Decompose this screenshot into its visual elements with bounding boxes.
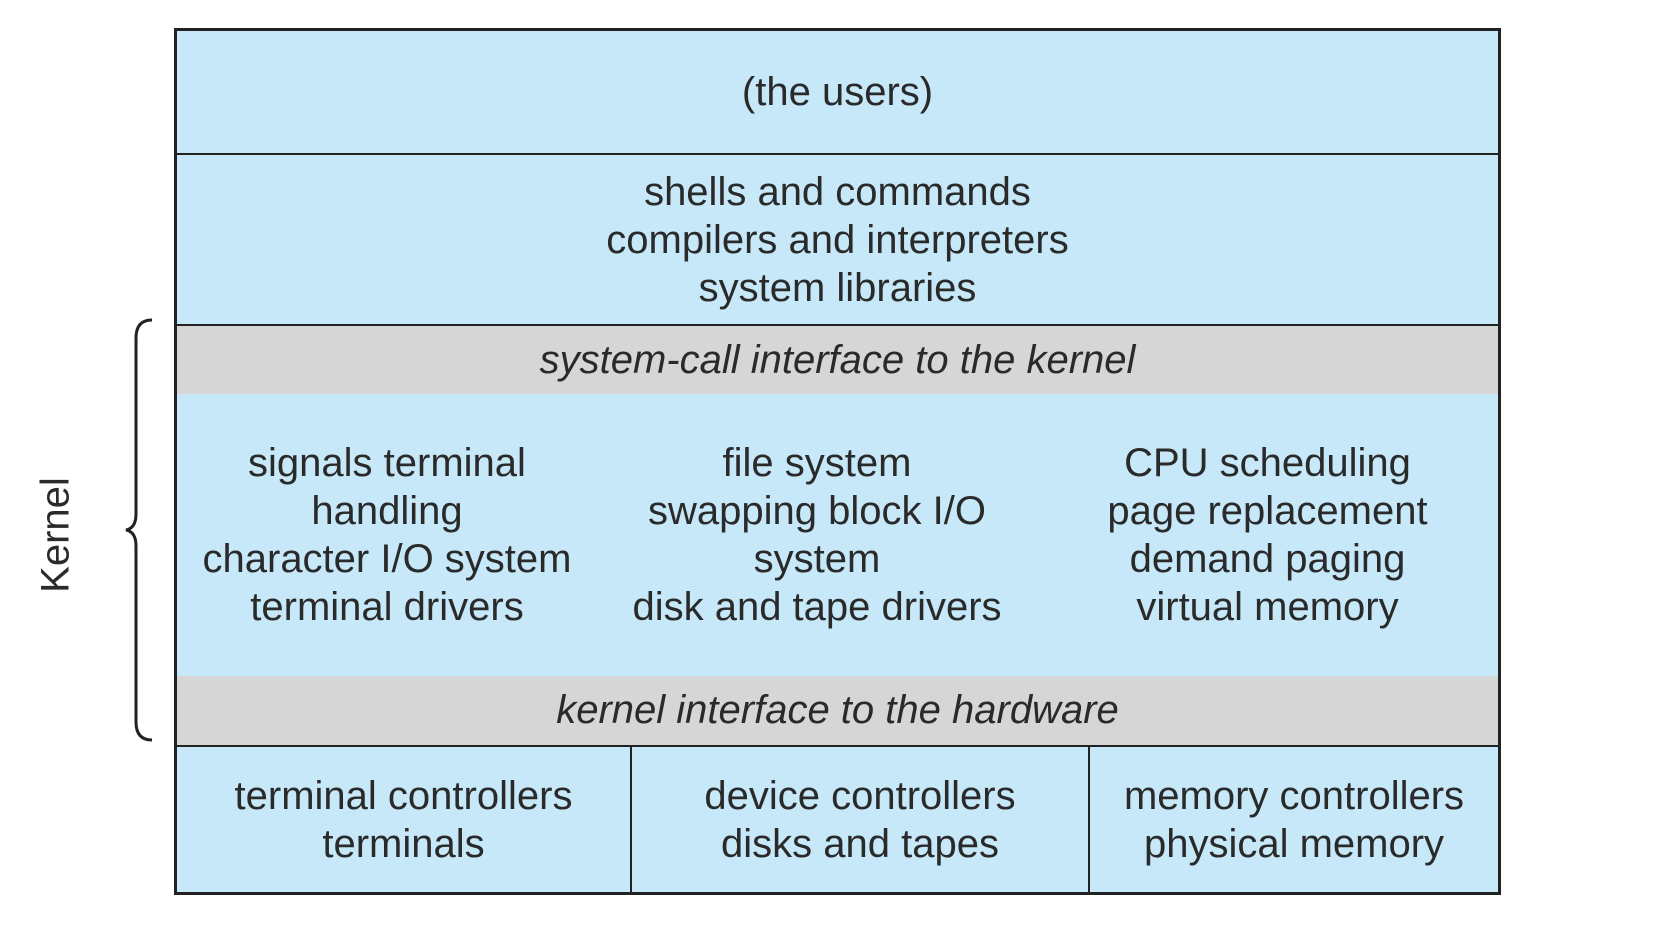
kernel-column-filesystem: file system swapping block I/O system di… [597, 394, 1037, 676]
device-controllers-box: device controllers disks and tapes [632, 747, 1090, 892]
syscall-interface-label: system-call interface to the kernel [539, 337, 1136, 382]
controller-item: terminal controllers [234, 773, 573, 818]
kernel-item: swapping block I/O [648, 489, 986, 533]
kernel-item: demand paging [1129, 537, 1406, 581]
users-layer: (the users) [177, 31, 1498, 155]
controller-item: memory controllers [1123, 773, 1465, 818]
kernel-side-label: Kernel [33, 477, 78, 593]
kernel-column-memory: CPU scheduling page replacement demand p… [1037, 394, 1498, 676]
kernel-item: file system [722, 441, 912, 485]
terminal-controllers-box: terminal controllers terminals [177, 747, 632, 892]
unix-structure-diagram: (the users) shells and commands compiler… [174, 28, 1501, 895]
kernel-item: handling [311, 489, 463, 533]
shells-line: shells and commands [644, 169, 1031, 214]
kernel-services-layer: signals terminal handling character I/O … [177, 394, 1498, 676]
kernel-item: character I/O system [202, 537, 572, 581]
kernel-column-terminal: signals terminal handling character I/O … [177, 394, 597, 676]
controller-item: physical memory [1143, 821, 1445, 866]
hardware-interface-layer: kernel interface to the hardware [177, 676, 1498, 747]
kernel-item: disk and tape drivers [632, 585, 1002, 629]
kernel-item: system [753, 537, 881, 581]
shells-line: compilers and interpreters [606, 217, 1069, 262]
controller-item: disks and tapes [721, 821, 999, 866]
kernel-brace [125, 318, 153, 742]
shells-layer: shells and commands compilers and interp… [177, 155, 1498, 326]
kernel-item: signals terminal [248, 441, 526, 485]
syscall-interface-layer: system-call interface to the kernel [177, 326, 1498, 394]
shells-line: system libraries [698, 265, 977, 310]
controller-item: terminals [322, 821, 485, 866]
controller-item: device controllers [704, 773, 1016, 818]
kernel-item: terminal drivers [250, 585, 524, 629]
memory-controllers-box: memory controllers physical memory [1090, 747, 1498, 892]
users-label: (the users) [741, 69, 934, 114]
hardware-interface-label: kernel interface to the hardware [556, 688, 1119, 732]
kernel-item: virtual memory [1136, 585, 1399, 629]
kernel-item: page replacement [1107, 489, 1428, 533]
kernel-item: CPU scheduling [1124, 441, 1411, 485]
controllers-layer: terminal controllers terminals device co… [177, 747, 1498, 892]
